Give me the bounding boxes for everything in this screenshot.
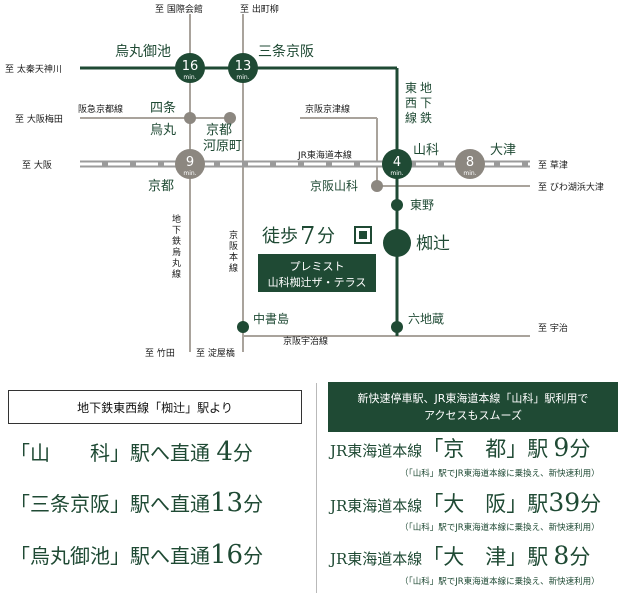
svg-text:min.: min. xyxy=(236,74,249,81)
line-label-keihan-keishin: 京阪京津線 xyxy=(305,103,350,115)
left-panel-title: 地下鉄東西線「椥辻」駅より xyxy=(8,390,302,424)
dir-yodoyabashi: 至 淀屋橋 xyxy=(196,347,235,359)
svg-text:min.: min. xyxy=(183,74,196,81)
green-stations xyxy=(237,199,403,333)
badge-karasuma-oike: 16 min. xyxy=(175,53,205,83)
panel-divider xyxy=(316,383,317,593)
property-name-2: 山科椥辻ザ・テラス xyxy=(268,275,367,289)
station-shijo: 四条 xyxy=(150,100,176,116)
station-keihan-yamashina: 京阪山科 xyxy=(310,179,358,193)
station-sanjo-keihan: 三条京阪 xyxy=(258,43,314,60)
station-kyoto-kawaramachi: 京都河原町 xyxy=(203,123,242,154)
svg-text:9: 9 xyxy=(186,155,194,170)
line-label-hankyu: 阪急京都線 xyxy=(78,103,123,115)
route-kyoto: JR東海道本線「京 都」駅 9分 xyxy=(330,433,591,462)
route-karasuma-oike: 「烏丸御池」駅へ直通16分 xyxy=(10,540,264,570)
station-higashino: 東野 xyxy=(410,198,434,212)
route-otsu: JR東海道本線「大 津」駅 8分 xyxy=(330,541,591,570)
station-rokujizo: 六地蔵 xyxy=(408,312,444,326)
property-label-box xyxy=(258,254,376,292)
note-otsu: （「山科」駅でJR東海道本線に乗換え、新快速利用） xyxy=(400,577,600,587)
badge-sanjo-keihan: 13 min. xyxy=(228,53,258,83)
svg-text:min.: min. xyxy=(390,170,403,177)
svg-text:7: 7 xyxy=(300,222,315,250)
station-otsu: 大津 xyxy=(490,143,516,158)
station-kyoto: 京都 xyxy=(148,179,174,194)
station-karasuma-oike: 烏丸御池 xyxy=(115,43,171,60)
badge-kyoto: 9 min. xyxy=(175,149,205,179)
line-label-karasuma: 地下鉄烏丸線 xyxy=(172,213,181,280)
route-sanjo-keihan: 「三条京阪」駅へ直通13分 xyxy=(10,488,264,518)
svg-text:min.: min. xyxy=(183,170,196,177)
gray-stations xyxy=(184,112,383,192)
note-osaka: （「山科」駅でJR東海道本線に乗換え、新快速利用） xyxy=(400,523,600,533)
dir-kusatsu: 至 草津 xyxy=(538,159,568,171)
svg-text:13: 13 xyxy=(235,59,252,74)
station-nagitsuji: 椥辻 xyxy=(416,234,450,254)
station-nakashojima: 中書島 xyxy=(253,311,289,326)
walk-time: 徒歩 7 分 xyxy=(262,222,335,250)
svg-text:4: 4 xyxy=(393,155,401,170)
svg-text:徒歩: 徒歩 xyxy=(262,226,298,247)
station-karasuma: 烏丸 xyxy=(150,122,176,138)
station-yamashina: 山科 xyxy=(413,143,439,158)
svg-text:16: 16 xyxy=(182,59,199,74)
line-label-tozai: 東地 西下 線鉄 xyxy=(405,81,436,125)
route-map: 至 国際会館 至 出町柳 至 太秦天神川 至 大阪梅田 至 大阪 至 草津 至 … xyxy=(5,3,604,359)
dir-uji: 至 宇治 xyxy=(538,322,568,334)
dir-osaka-umeda: 至 大阪梅田 xyxy=(15,113,63,125)
dir-biwako: 至 びわ湖浜大津 xyxy=(538,181,604,193)
property-name-1: プレミスト xyxy=(290,260,345,273)
svg-text:8: 8 xyxy=(466,155,474,170)
dir-osaka: 至 大阪 xyxy=(22,159,52,171)
line-label-jr: JR東海道本線 xyxy=(297,149,352,161)
right-panel-title: 新快速停車駅、JR東海道本線「山科」駅利用で アクセスもスムーズ xyxy=(328,382,618,432)
svg-text:min.: min. xyxy=(463,170,476,177)
route-yamashina: 「山 科」駅へ直通 4分 xyxy=(10,437,253,467)
badge-otsu: 8 min. xyxy=(455,149,485,179)
dir-demachiyanagi: 至 出町柳 xyxy=(240,3,279,15)
badge-yamashina: 4 min. xyxy=(382,149,412,179)
line-label-keihan-main: 京阪本線 xyxy=(229,229,238,274)
svg-text:分: 分 xyxy=(317,226,335,247)
line-label-keihan-uji: 京阪宇治線 xyxy=(283,335,328,347)
dir-uzumasa: 至 太秦天神川 xyxy=(5,63,62,75)
dir-kokusai-kaikan: 至 国際会館 xyxy=(155,3,203,15)
dir-takeda: 至 竹田 xyxy=(145,347,175,359)
note-kyoto: （「山科」駅でJR東海道本線に乗換え、新快速利用） xyxy=(400,469,600,479)
route-osaka: JR東海道本線「大 阪」駅39分 xyxy=(330,488,602,517)
nagitsuji-station-marker xyxy=(383,229,411,257)
